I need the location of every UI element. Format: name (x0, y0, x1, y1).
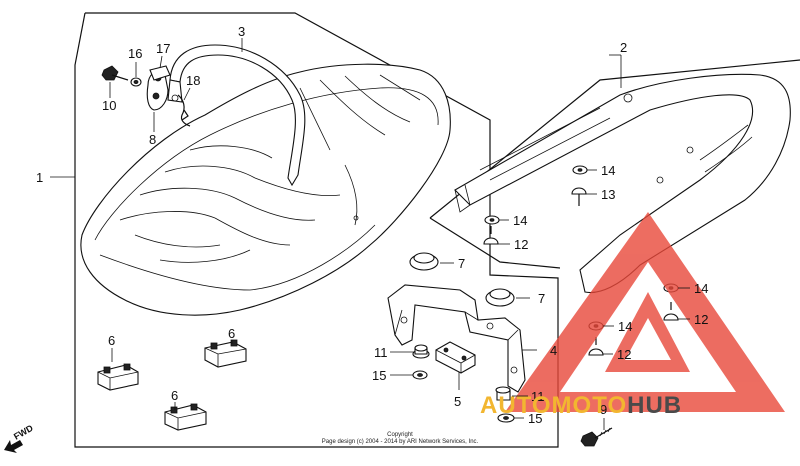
label-cushion-upper: 7 (458, 256, 465, 271)
bolt-11-a[interactable] (412, 344, 430, 359)
label-lock-bolt: 9 (600, 402, 607, 417)
label-seat: 1 (36, 170, 43, 185)
screw-12-c[interactable] (588, 337, 604, 356)
watermark-brand-part2: HUB (627, 392, 682, 419)
watermark-brand: AUTOMOTOHUB (480, 392, 682, 419)
label-grab-rail: 3 (238, 24, 245, 39)
label-bolt-11-a: 11 (374, 345, 388, 360)
screw-13[interactable] (571, 187, 587, 206)
lock-bolt[interactable] (580, 427, 613, 447)
bolt-10[interactable] (101, 65, 129, 81)
label-bolt-11-b: 11 (531, 389, 545, 404)
label-seat-stopper-b: 6 (228, 326, 235, 341)
screw-12-a[interactable] (483, 226, 499, 245)
label-hinge-17: 17 (156, 41, 170, 56)
label-washer-14-c: 14 (694, 281, 708, 296)
label-washer-15-b: 15 (528, 411, 542, 426)
label-cable-18: 18 (186, 73, 200, 88)
label-washer-16: 16 (128, 46, 142, 61)
watermark-brand-part1: AUTOMOTO (480, 392, 627, 419)
label-screw-12-c: 12 (617, 347, 631, 362)
label-washer-15-a: 15 (372, 368, 386, 383)
leader-lines (50, 38, 690, 430)
label-screw-13: 13 (601, 187, 615, 202)
label-seat-stopper-c: 6 (171, 388, 178, 403)
label-washer-14-b: 14 (513, 213, 527, 228)
seat[interactable] (80, 63, 451, 316)
watermark-logo (505, 212, 785, 412)
cushion-lower[interactable] (485, 288, 515, 307)
label-cushion-lower: 7 (538, 291, 545, 306)
label-bracket-cushion: 5 (454, 394, 461, 409)
washer-14-b[interactable] (484, 215, 500, 225)
washer-15-b[interactable] (497, 413, 515, 423)
bolt-11-b[interactable] (495, 386, 511, 401)
fwd-label: FWD (12, 423, 35, 442)
washer-15-a[interactable] (412, 370, 428, 380)
seat-group-box (74, 12, 559, 448)
label-screw-12-a: 12 (514, 237, 528, 252)
label-seat-stopper-a: 6 (108, 333, 115, 348)
label-seat-bracket: 4 (550, 343, 557, 358)
cushion-upper[interactable] (409, 252, 439, 271)
label-washer-14-a: 14 (601, 163, 615, 178)
washer-16[interactable] (130, 77, 142, 87)
label-screw-12-b: 12 (694, 312, 708, 327)
fwd-indicator: FWD (4, 423, 35, 453)
screw-12-b[interactable] (663, 302, 679, 321)
cable-18[interactable] (177, 94, 191, 127)
grab-rail[interactable] (167, 44, 306, 187)
label-bolt-10: 10 (102, 98, 116, 113)
copyright-line1: Copyright (387, 432, 413, 438)
seat-stopper-b[interactable] (204, 339, 247, 368)
seat-stopper-c[interactable] (164, 403, 207, 431)
seat-bracket[interactable] (387, 284, 526, 393)
callout-labels: 1 2 3 4 5 6 6 6 7 7 8 9 10 11 11 12 12 1… (36, 24, 708, 426)
label-seat-cowl: 2 (620, 40, 627, 55)
bracket-cushion[interactable] (435, 341, 476, 374)
seat-stopper-a[interactable] (97, 363, 139, 391)
fwd-arrow-icon (4, 440, 23, 453)
label-washer-14-d: 14 (618, 319, 632, 334)
label-seat-lock: 8 (149, 132, 156, 147)
hinge-17[interactable] (149, 65, 171, 81)
copyright-line2: Page design (c) 2004 - 2014 by ARI Netwo… (322, 439, 479, 445)
cowl-group-box-bottom (429, 217, 561, 269)
washer-14-a[interactable] (572, 165, 588, 175)
